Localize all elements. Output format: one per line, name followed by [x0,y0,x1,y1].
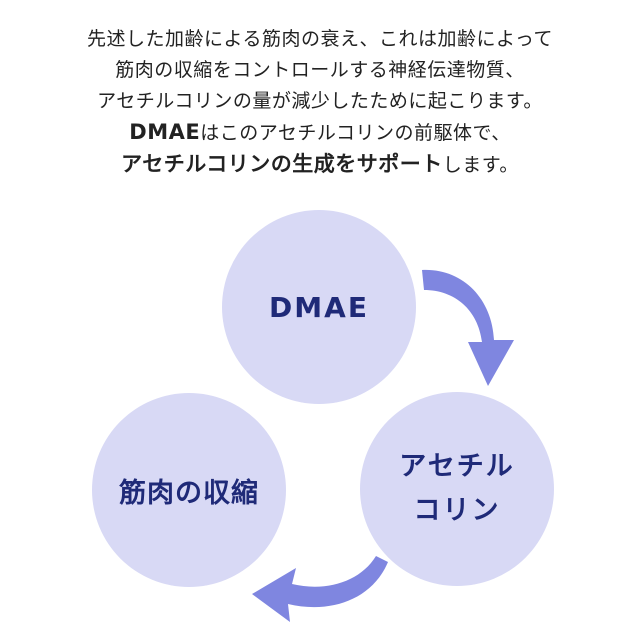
node-muscle-contraction-label: 筋肉の収縮 [119,477,259,509]
intro-line-4-rest: はこのアセチルコリンの前駆体で、 [200,122,511,144]
intro-line-5-rest: します。 [442,154,519,176]
intro-line-1: 先述した加齢による筋肉の衰え、これは加齢によって [87,28,553,50]
node-dmae-label: DMAE [269,290,369,324]
arrow-dmae-to-acetylcholine [422,269,514,386]
intro-line-4: DMAEはこのアセチルコリンの前駆体で、 [0,117,640,149]
intro-line-5-bold: アセチルコリンの生成をサポート [121,152,443,176]
intro-line-3: アセチルコリンの量が減少したために起こります。 [97,90,543,112]
node-acetylcholine-label-line-1: アセチル [399,451,515,482]
node-muscle-contraction: 筋肉の収縮 [92,393,286,587]
intro-line-2: 筋肉の収縮をコントロールする神経伝達物質、 [115,59,525,81]
intro-line-5: アセチルコリンの生成をサポートします。 [0,149,640,181]
node-acetylcholine-label-line-2: コリン [413,495,501,526]
intro-text: 先述した加齢による筋肉の衰え、これは加齢によって 筋肉の収縮をコントロールする神… [0,24,640,181]
node-acetylcholine-label: アセチル コリン [399,445,514,533]
node-dmae: DMAE [222,210,416,404]
node-acetylcholine: アセチル コリン [360,392,554,586]
intro-line-4-bold: DMAE [129,120,201,144]
arrow-acetylcholine-to-muscle [252,556,388,622]
